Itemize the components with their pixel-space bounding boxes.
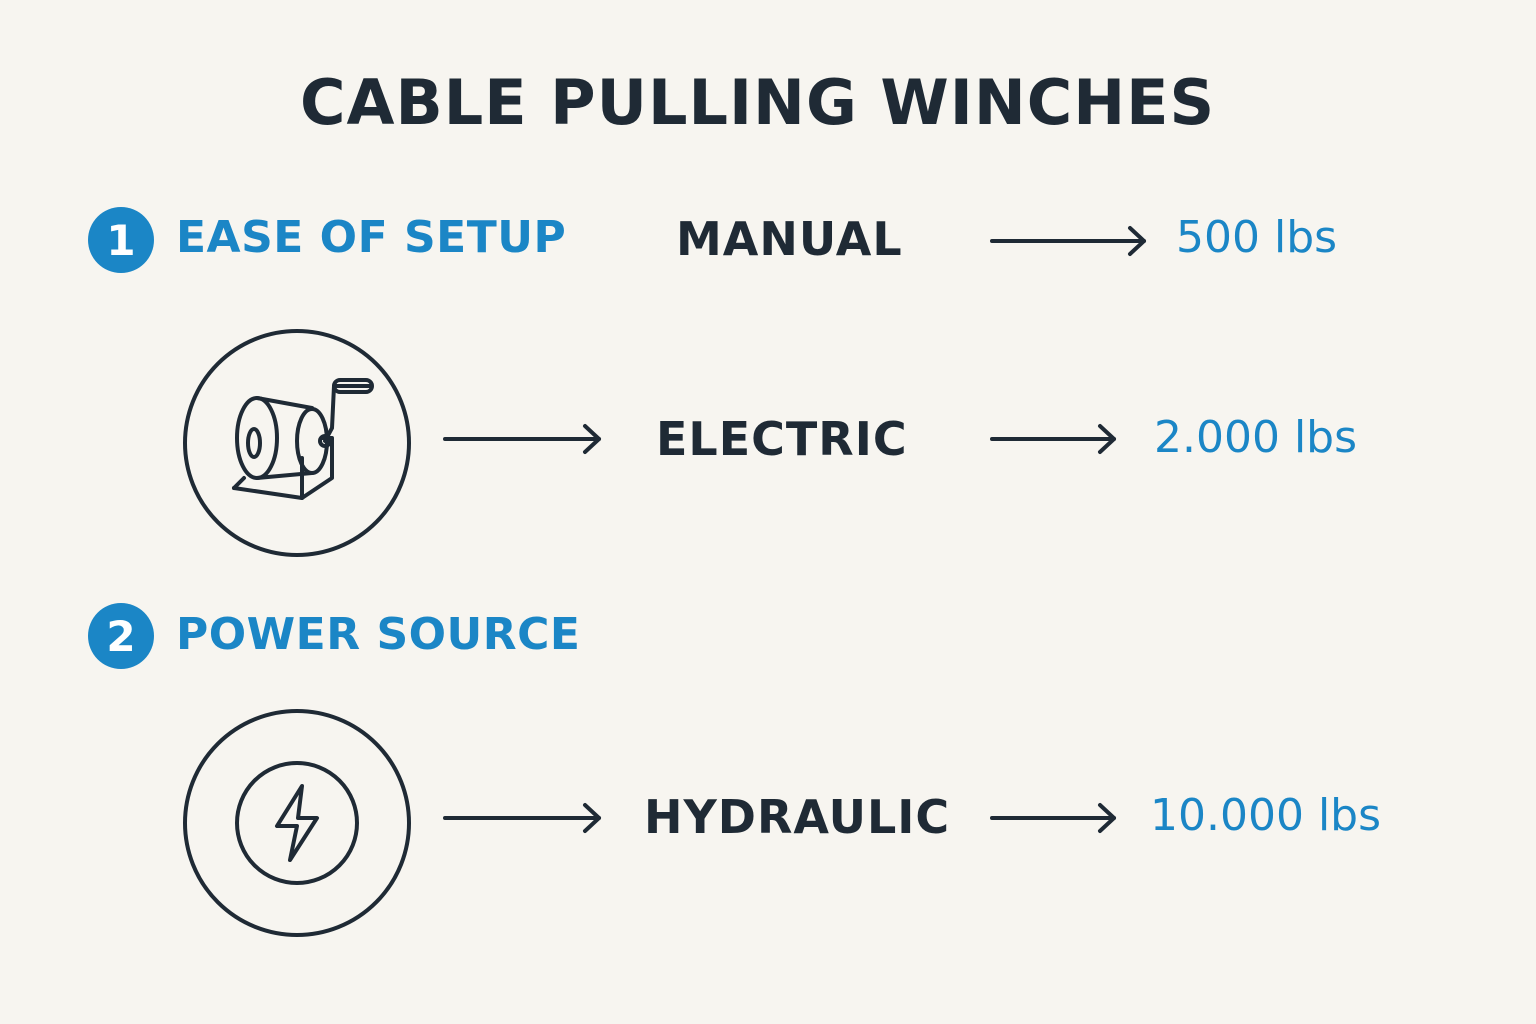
arrow-right-icon [443, 424, 601, 454]
arrow-right-icon [990, 226, 1146, 256]
section-2-badge: 2 [88, 603, 154, 669]
capacity-electric: 2.000 lbs [1154, 412, 1358, 463]
capacity-hydraulic: 10.000 lbs [1150, 790, 1382, 841]
winch-type-manual: MANUAL [676, 212, 903, 266]
section-1-label: EASE OF SETUP [176, 212, 567, 263]
section-2-number: 2 [106, 611, 136, 661]
winch-type-electric: ELECTRIC [656, 412, 908, 466]
arrow-right-icon [443, 803, 601, 833]
winch-type-hydraulic: HYDRAULIC [644, 790, 951, 844]
section-1-badge: 1 [88, 207, 154, 273]
hand-crank-winch-icon [183, 329, 411, 557]
section-1-number: 1 [106, 215, 136, 265]
page-title: CABLE PULLING WINCHES [300, 66, 1216, 139]
arrow-right-icon [990, 424, 1116, 454]
lightning-bolt-icon [183, 709, 411, 937]
arrow-right-icon [990, 803, 1116, 833]
capacity-manual: 500 lbs [1176, 212, 1338, 263]
section-2-label: POWER SOURCE [176, 609, 581, 660]
